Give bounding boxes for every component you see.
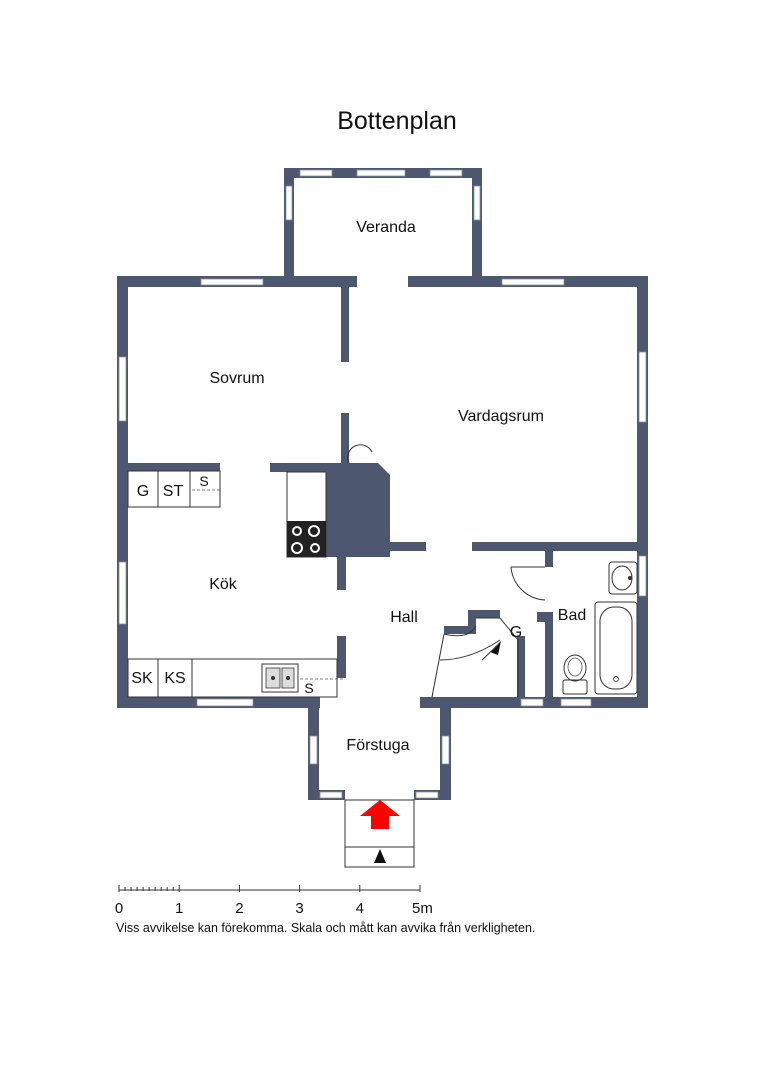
bad-left-wall: [545, 612, 553, 698]
entrance-arrow-icon: [360, 800, 400, 829]
window: [473, 185, 481, 221]
sovrum-wardrobes: G ST S: [127, 470, 221, 508]
window: [429, 169, 463, 177]
window: [501, 278, 565, 286]
scale-ticks: [118, 885, 421, 892]
stair-wall-b: [468, 610, 500, 618]
kitchen-hall-wall-upper: [337, 557, 346, 590]
window: [118, 356, 127, 422]
washbasin-icon: [608, 561, 638, 595]
room-label-veranda: Veranda: [356, 219, 416, 236]
window: [441, 735, 450, 765]
fireplace-block: [326, 463, 390, 557]
kitchen-stove-counter: [286, 471, 327, 558]
sk-label: SK: [131, 670, 153, 687]
window: [638, 555, 647, 597]
window: [560, 698, 592, 707]
left-wall: [117, 276, 128, 708]
stair-wall-c: [468, 610, 476, 634]
kitchen-bottom-counter: SK KS S: [127, 658, 345, 698]
toilet-icon: [562, 654, 588, 695]
room-label-sovrum: Sovrum: [209, 370, 264, 387]
stairs: [431, 617, 519, 698]
windows: [118, 169, 647, 799]
entrance-steps: [344, 799, 415, 868]
room-label-hall: Hall: [390, 609, 418, 626]
scale-bar: 0 1 2 3 4 5m: [115, 885, 433, 917]
entrance-step-lower: [344, 846, 415, 868]
wardrobe-g-label: G: [137, 483, 149, 500]
bad-wall-stub: [545, 551, 553, 567]
window: [638, 351, 647, 423]
veranda-left-wall: [284, 168, 294, 278]
kitchen-hall-wall-lower: [337, 636, 346, 678]
disclaimer-note: Viss avvikelse kan förekomma. Skala och …: [116, 921, 535, 935]
bathtub-icon: [594, 601, 638, 695]
partition-sovrum-mid: [341, 413, 349, 463]
hall-g-label: G: [510, 624, 522, 641]
scale-tick-label: 1: [175, 900, 183, 917]
window: [520, 698, 544, 707]
room-label-bad: Bad: [558, 607, 586, 624]
window: [299, 169, 333, 177]
step-arrow-icon: [374, 849, 386, 863]
vardagsrum-bad-wall: [472, 542, 638, 551]
window: [200, 278, 264, 286]
wardrobe-outline: [127, 470, 221, 508]
veranda-right-wall: [472, 168, 482, 278]
scale-tick-label: 5m: [412, 900, 433, 917]
partition-kitchen-top: [270, 463, 350, 472]
window: [356, 169, 406, 177]
closet-g-wall: [517, 636, 525, 698]
partition-sovrum-top: [341, 287, 349, 362]
window: [309, 735, 318, 765]
window: [118, 561, 127, 625]
window: [319, 791, 343, 799]
bottom-counter-outline: [127, 658, 338, 698]
window: [415, 791, 439, 799]
scale-tick-label: 3: [295, 900, 303, 917]
room-label-forstuga: Förstuga: [346, 737, 409, 754]
wardrobe-s-label: S: [199, 473, 208, 489]
room-label-vardagsrum: Vardagsrum: [458, 408, 544, 425]
stair-wall-a: [444, 626, 472, 634]
bad-wall-nib: [537, 612, 545, 622]
wardrobe-st-label: ST: [163, 483, 184, 500]
partition-sovrum-kok: [128, 463, 220, 471]
fireplace-wall-stub: [390, 542, 426, 551]
door-swing-arc: [347, 444, 373, 464]
window: [196, 698, 254, 707]
scale-tick-label: 0: [115, 900, 123, 917]
scale-tick-label: 2: [235, 900, 243, 917]
plan-title: Bottenplan: [337, 107, 457, 135]
ks-label: KS: [164, 670, 185, 687]
scale-labels: 0 1 2 3 4 5m: [115, 900, 433, 917]
kitchen-s-label: S: [304, 680, 313, 696]
right-wall: [637, 276, 648, 708]
scale-tick-label: 4: [356, 900, 364, 917]
window: [285, 185, 293, 221]
bad-door-swing: [510, 566, 546, 601]
room-label-kok: Kök: [209, 576, 238, 593]
bathroom-fixtures: [562, 561, 638, 695]
